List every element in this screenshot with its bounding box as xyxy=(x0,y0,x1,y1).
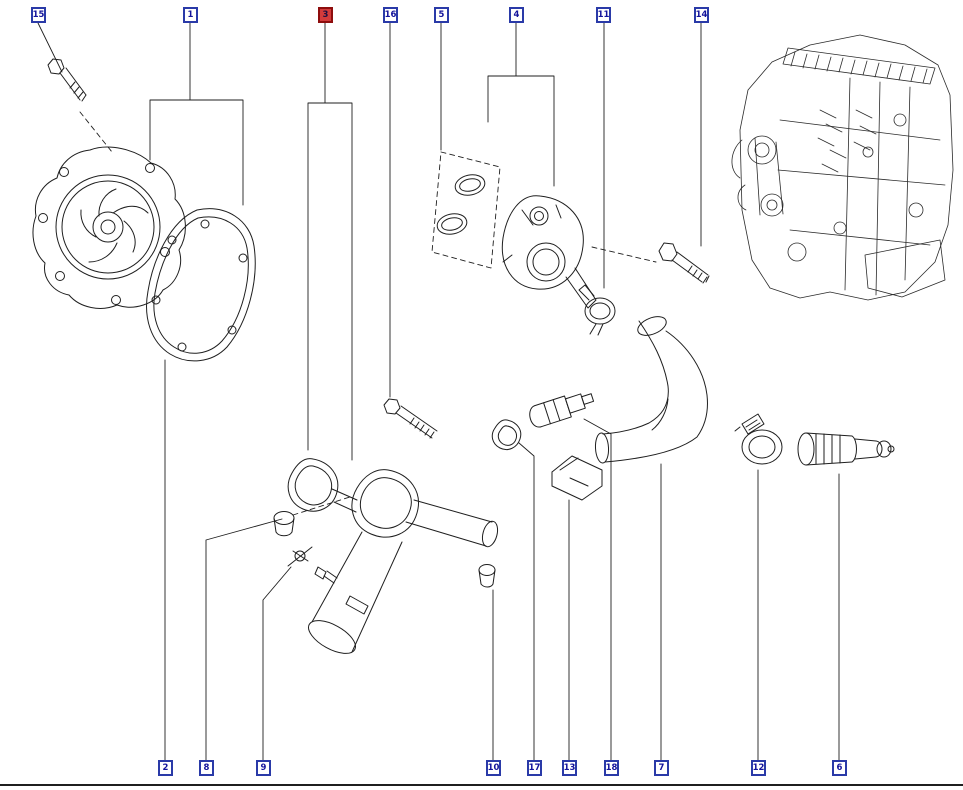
callout-1[interactable]: 1 xyxy=(183,7,198,23)
callout-13[interactable]: 13 xyxy=(562,760,577,776)
callout-16[interactable]: 16 xyxy=(383,7,398,23)
bleed-screw-9-drawing xyxy=(287,546,338,584)
callout-5[interactable]: 5 xyxy=(434,7,449,23)
callout-11[interactable]: 11 xyxy=(596,7,611,23)
callout-6[interactable]: 6 xyxy=(832,760,847,776)
temperature-sensor-18-drawing xyxy=(529,393,595,428)
callout-10[interactable]: 10 xyxy=(486,760,501,776)
bolt-14-drawing xyxy=(658,242,710,284)
callout-4[interactable]: 4 xyxy=(509,7,524,23)
callout-2[interactable]: 2 xyxy=(158,760,173,776)
clamp-12-drawing xyxy=(734,413,783,465)
fitting-6-drawing xyxy=(797,432,895,466)
callout-7[interactable]: 7 xyxy=(654,760,669,776)
oring-dashed-box xyxy=(431,151,501,269)
cap-8-drawing xyxy=(273,511,295,537)
callout-8[interactable]: 8 xyxy=(199,760,214,776)
alignment-dashed-lines xyxy=(79,111,657,516)
engine-illustration xyxy=(731,34,954,301)
pump-gasket-drawing xyxy=(146,208,256,362)
plug-10-drawing xyxy=(478,564,496,588)
thermostat-seal-drawing xyxy=(287,458,339,512)
callout-18[interactable]: 18 xyxy=(604,760,619,776)
coolant-hose-drawing xyxy=(594,316,708,464)
callout-15[interactable]: 15 xyxy=(31,7,46,23)
callout-12[interactable]: 12 xyxy=(751,760,766,776)
bolt-15-drawing xyxy=(47,58,87,102)
o-rings-drawing xyxy=(436,174,486,235)
thermostat-housing-body-drawing xyxy=(308,469,499,654)
bolt-16-drawing xyxy=(383,398,438,439)
sensor-gasket-17-drawing xyxy=(491,419,522,451)
callout-3-highlighted[interactable]: 3 xyxy=(318,7,333,23)
callout-17[interactable]: 17 xyxy=(527,760,542,776)
leader-lines xyxy=(37,22,840,762)
bracket-13-drawing xyxy=(551,455,603,501)
callout-9[interactable]: 9 xyxy=(256,760,271,776)
thermostat-cover-drawing xyxy=(501,195,597,309)
water-pump-drawing xyxy=(32,146,186,309)
hose-clamp-11-drawing xyxy=(578,284,616,336)
leader-line-highlighted-3 xyxy=(307,22,353,461)
callout-14[interactable]: 14 xyxy=(694,7,709,23)
